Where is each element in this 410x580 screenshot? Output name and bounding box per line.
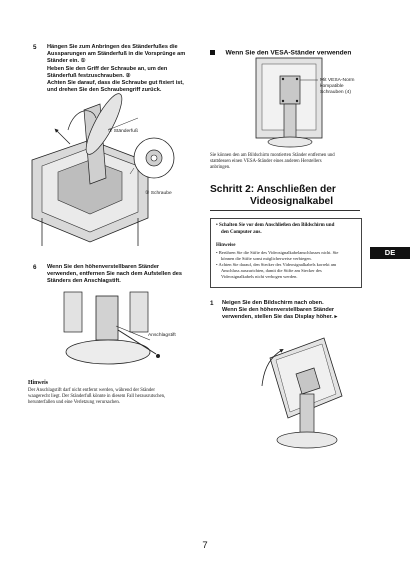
step1-text: Neigen Sie den Bildschirm nach oben. Wen… (222, 300, 338, 321)
warning-note-box: • Schalten Sie vor dem Anschließen den B… (210, 218, 362, 288)
step6-text: Wenn Sie den höhenverstellbaren Ständer … (47, 264, 183, 285)
vesa-heading: Wenn Sie den VESA-Ständer verwenden (210, 44, 351, 62)
vesa-callout: Mit VESA-Norm kompatible Schrauben (4) (320, 78, 355, 95)
hint-text: Der Anschlagstift darf nicht entfernt we… (28, 388, 166, 406)
stand-foot-illustration (31, 93, 175, 246)
stopper-pin-illustration (63, 291, 160, 365)
language-tab: DE (370, 247, 410, 259)
stand-foot-label: ① Ständerfuß (108, 129, 138, 134)
step5-number: 5 (33, 44, 37, 51)
vesa-body: Sie können den am Bildschirm montierten … (210, 153, 335, 171)
note-bullet: • Schalten Sie vor dem Anschließen den B… (216, 223, 335, 235)
step1-number: 1 (210, 300, 214, 307)
section-rule (210, 210, 360, 211)
screw-label: ② Schraube (145, 191, 172, 196)
section-heading: Schritt 2: Anschließen der Videosignalka… (210, 184, 336, 207)
tilt-monitor-illustration (261, 337, 343, 449)
square-bullet-icon (210, 50, 215, 56)
hint-title: Hinweis (28, 380, 48, 386)
step5-text: Hängen Sie zum Anbringen des Ständerfuße… (47, 44, 186, 94)
note-hint-text: • Berühren Sie die Stifte des Videosigna… (216, 250, 339, 279)
vesa-illustration (255, 57, 323, 148)
stopper-pin-label: Anschlagstift (148, 333, 176, 338)
note-hint-title: Hinweise (216, 243, 236, 248)
hint-block: Hinweis Der Anschlagstift darf nicht ent… (28, 380, 165, 407)
step6-number: 6 (33, 264, 37, 271)
arrow-right-icon: ▸ (334, 314, 338, 321)
page-number: 7 (202, 540, 208, 551)
